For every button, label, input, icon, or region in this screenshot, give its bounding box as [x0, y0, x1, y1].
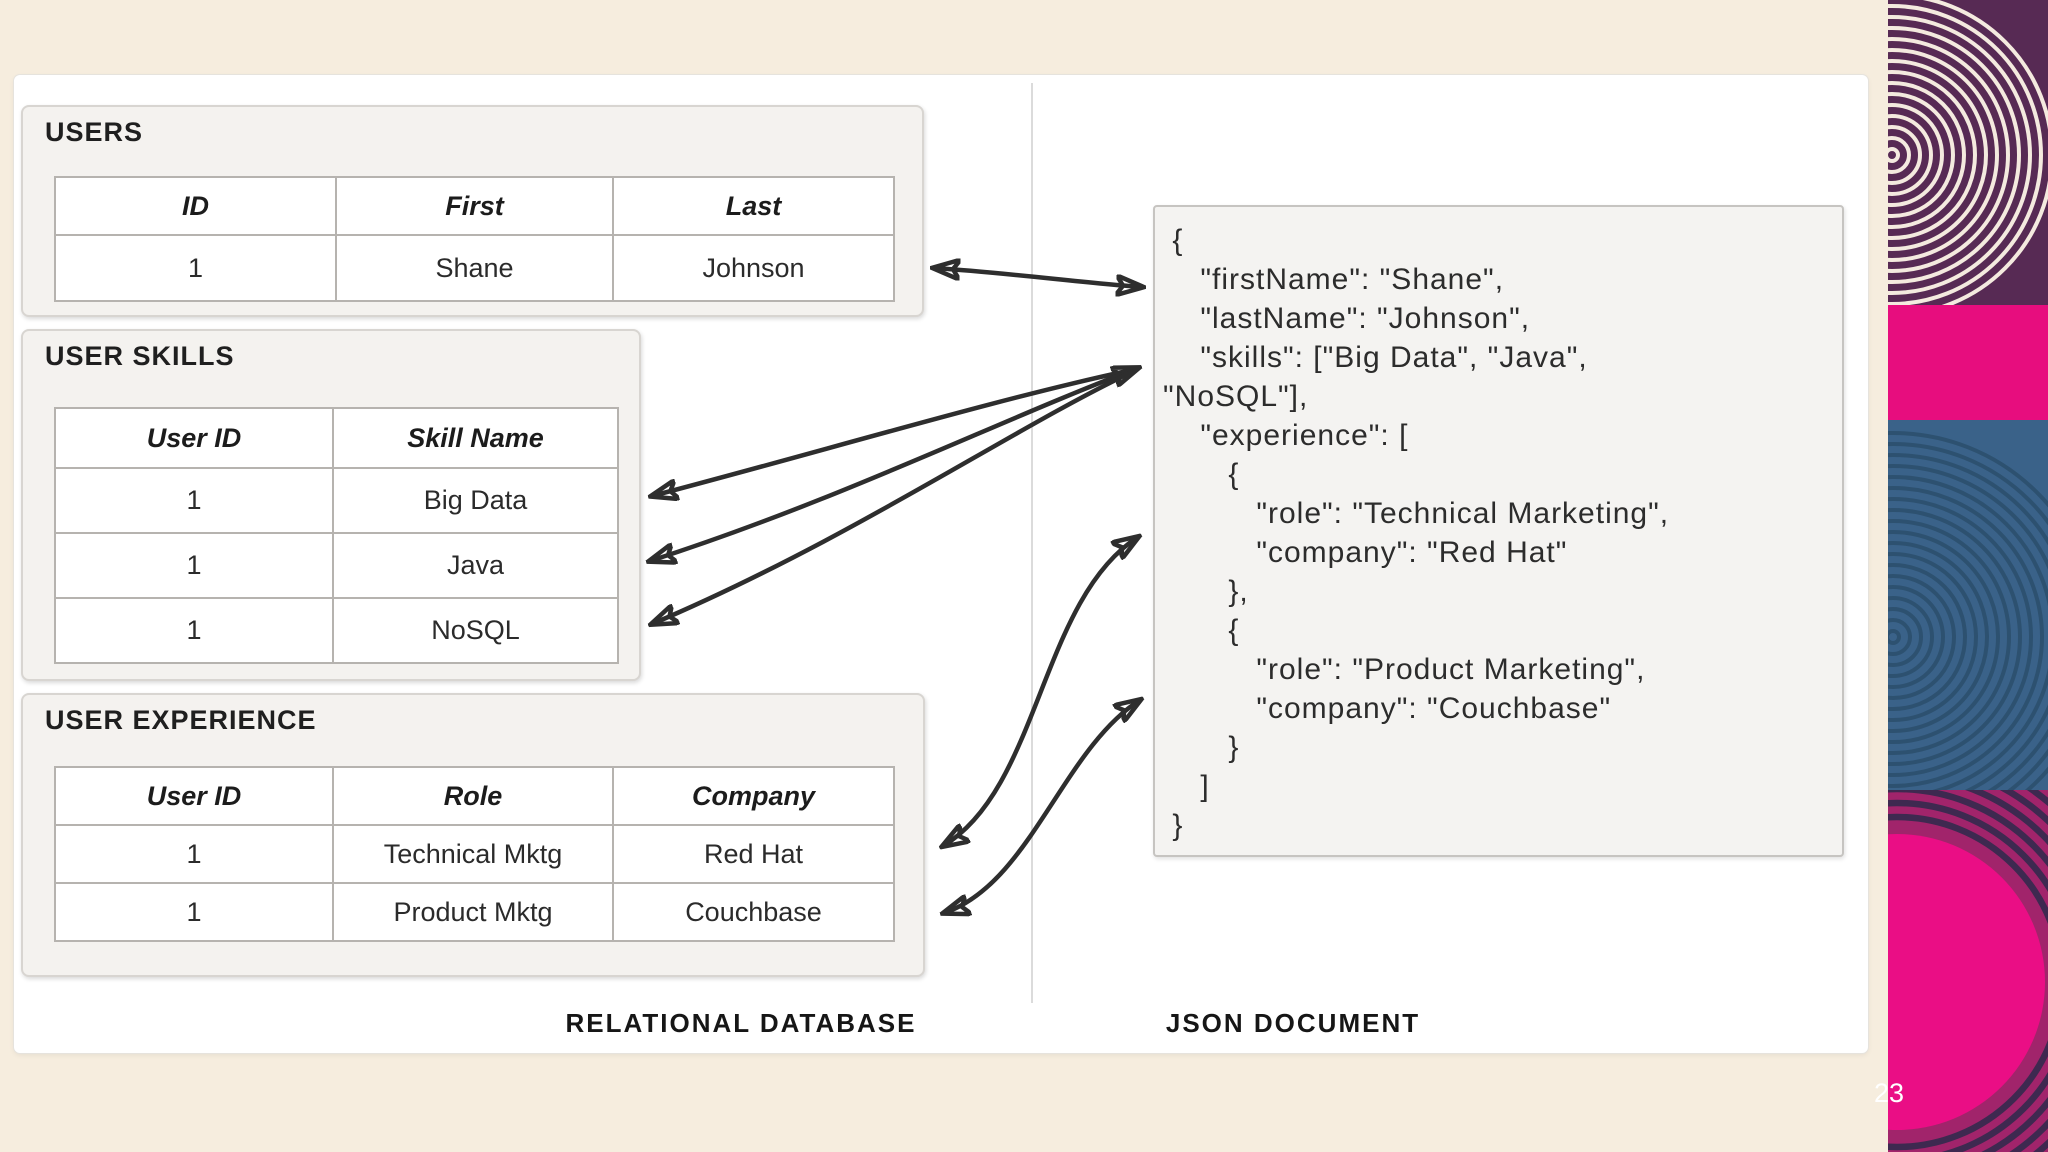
decor-magenta-block — [1888, 305, 2048, 420]
table-header-row: ID First Last — [54, 176, 895, 236]
table-cell: 1 — [54, 467, 334, 534]
users-table-title: USERS — [45, 117, 144, 147]
user-experience-table-title: USER EXPERIENCE — [45, 705, 317, 735]
column-header: Last — [612, 176, 895, 236]
table-cell: 1 — [54, 234, 337, 302]
concentric-rings-navy-icon — [1888, 431, 2048, 790]
column-header: User ID — [54, 407, 334, 469]
decorative-strip — [1888, 0, 2048, 1152]
column-header: Role — [332, 766, 614, 826]
user-skills-table-panel: USER SKILLS User ID Skill Name 1 Big Dat… — [21, 329, 641, 681]
magenta-ball-rings-icon — [1888, 790, 2048, 1152]
table-row: 1 Shane Johnson — [54, 234, 895, 302]
table-cell: 1 — [54, 597, 334, 664]
table-cell: Big Data — [332, 467, 619, 534]
column-header: Skill Name — [332, 407, 619, 469]
user-experience-table: User ID Role Company 1 Technical Mktg Re… — [54, 766, 895, 942]
table-cell: Shane — [335, 234, 614, 302]
table-cell: Technical Mktg — [332, 824, 614, 884]
table-cell: Java — [332, 532, 619, 599]
table-cell: 1 — [54, 882, 334, 942]
decor-purple-rings-block — [1888, 0, 2048, 305]
table-row: 1 Big Data — [54, 467, 619, 534]
users-table-panel: USERS ID First Last 1 Shane Johnson — [21, 105, 924, 317]
table-cell: Couchbase — [612, 882, 895, 942]
page-number: 23 — [1874, 1078, 1905, 1108]
column-header: First — [335, 176, 614, 236]
relational-database-label: RELATIONAL DATABASE — [565, 1008, 917, 1038]
table-cell: 1 — [54, 532, 334, 599]
table-row: 1 Java — [54, 532, 619, 599]
table-row: 1 Product Mktg Couchbase — [54, 882, 895, 942]
table-header-row: User ID Role Company — [54, 766, 895, 826]
table-cell: Johnson — [612, 234, 895, 302]
user-experience-table-panel: USER EXPERIENCE User ID Role Company 1 T… — [21, 693, 925, 977]
table-cell: 1 — [54, 824, 334, 884]
decor-blue-rings-block — [1888, 420, 2048, 790]
diagram-area: USERS ID First Last 1 Shane Johnson — [14, 75, 1868, 1053]
concentric-rings-cream-icon — [1888, 0, 2048, 305]
users-table: ID First Last 1 Shane Johnson — [54, 176, 895, 302]
column-header: User ID — [54, 766, 334, 826]
table-header-row: User ID Skill Name — [54, 407, 619, 469]
table-row: 1 Technical Mktg Red Hat — [54, 824, 895, 884]
json-document-label: JSON DOCUMENT — [1165, 1008, 1421, 1038]
user-skills-table-title: USER SKILLS — [45, 341, 235, 371]
table-cell: Product Mktg — [332, 882, 614, 942]
column-header: Company — [612, 766, 895, 826]
column-header: ID — [54, 176, 337, 236]
column-divider — [1031, 83, 1033, 1003]
table-cell: NoSQL — [332, 597, 619, 664]
decor-raspberry-circle-block — [1888, 790, 2048, 1152]
user-skills-table: User ID Skill Name 1 Big Data 1 Java 1 — [54, 407, 619, 664]
table-row: 1 NoSQL — [54, 597, 619, 664]
table-cell: Red Hat — [612, 824, 895, 884]
json-code: { "firstName": "Shane", "lastName": "Joh… — [1163, 224, 1670, 842]
json-document-panel: { "firstName": "Shane", "lastName": "Joh… — [1153, 205, 1844, 857]
